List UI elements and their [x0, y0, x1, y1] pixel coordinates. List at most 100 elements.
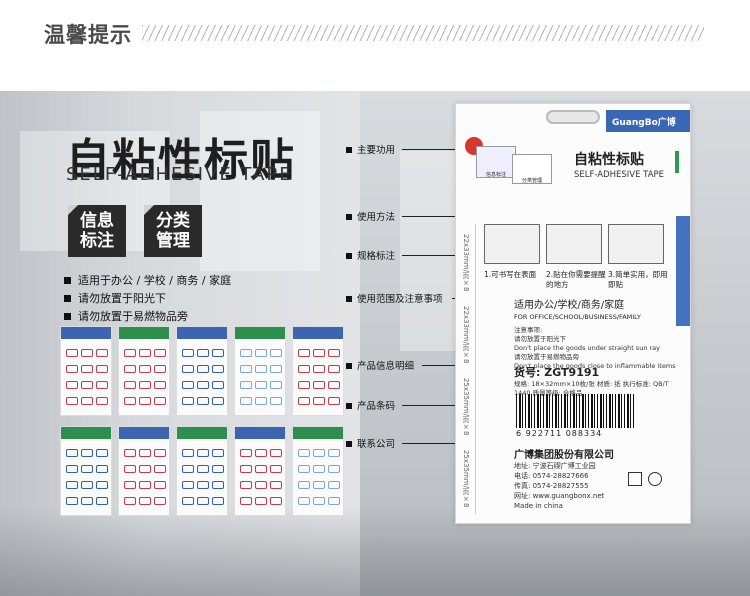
card-header-band	[235, 427, 285, 439]
label-cell	[328, 449, 340, 457]
callout-square-icon	[346, 146, 352, 153]
label-cell	[313, 349, 325, 357]
label-cell	[81, 449, 93, 457]
label-cell	[212, 349, 224, 357]
label-sample-card	[234, 326, 286, 416]
label-cell	[197, 397, 209, 405]
label-cell	[66, 497, 78, 505]
label-cell	[66, 397, 78, 405]
header-title: 温馨提示	[44, 23, 132, 47]
label-cell	[240, 349, 252, 357]
label-cell	[96, 449, 108, 457]
company-contact: 地址: 宁波石碶广博工业园 电话: 0574-28827666 传真: 0574…	[514, 462, 605, 510]
label-cell	[212, 497, 224, 505]
label-cell	[197, 449, 209, 457]
label-cell	[66, 481, 78, 489]
badge-category: 分类 管理	[144, 205, 202, 257]
label-cell	[66, 449, 78, 457]
label-cell	[81, 465, 93, 473]
step-caption: 3.简单实用，即用即贴	[608, 270, 668, 289]
callout-label: 主要功用	[346, 142, 395, 156]
card-header-band	[293, 427, 343, 439]
label-cell	[298, 397, 310, 405]
step-caption: 1.可书写在表面	[484, 270, 537, 279]
package-title: 自粘性标贴	[574, 152, 644, 168]
label-cell	[96, 481, 108, 489]
label-cell	[270, 465, 282, 473]
callout-label: 产品信息明细	[346, 358, 414, 372]
label-cell	[182, 397, 194, 405]
card-header-band	[177, 327, 227, 339]
label-sample-card	[118, 426, 170, 516]
callout-label: 联系公司	[346, 436, 395, 450]
title-accent-bar	[675, 151, 679, 173]
label-cell	[212, 381, 224, 389]
label-cell	[328, 397, 340, 405]
header: 温馨提示	[0, 0, 750, 64]
label-cell	[96, 465, 108, 473]
callout-leader-line	[402, 216, 486, 217]
label-sample-card	[118, 326, 170, 416]
label-cell	[240, 481, 252, 489]
product-barcode	[516, 394, 634, 428]
label-cell	[124, 497, 136, 505]
bullet-square-icon	[64, 294, 71, 302]
label-cell	[154, 497, 166, 505]
label-cell	[96, 381, 108, 389]
callout-label: 规格标注	[346, 248, 395, 262]
label-cell	[154, 397, 166, 405]
label-cell	[96, 365, 108, 373]
label-cell	[154, 349, 166, 357]
label-cell	[81, 349, 93, 357]
company-name: 广博集团股份有限公司	[514, 450, 614, 461]
label-cell	[124, 349, 136, 357]
label-cell	[240, 449, 252, 457]
label-cell	[328, 381, 340, 389]
hang-hole	[546, 110, 600, 124]
label-cell	[298, 481, 310, 489]
label-cell	[182, 449, 194, 457]
label-cell	[139, 497, 151, 505]
badge-info-label: 信息 标注	[68, 205, 126, 257]
callout-square-icon	[346, 440, 352, 447]
callout-square-icon	[346, 402, 352, 409]
label-cell	[96, 497, 108, 505]
label-cell	[182, 481, 194, 489]
feature-bullet: 适用于办公 / 学校 / 商务 / 家庭	[64, 272, 231, 288]
label-cell	[197, 465, 209, 473]
label-cell	[313, 481, 325, 489]
card-header-band	[61, 327, 111, 339]
label-cell	[240, 381, 252, 389]
label-cell	[66, 349, 78, 357]
label-cell	[81, 497, 93, 505]
product-package: GuangBo广博 自粘性标贴 SELF-ADHESIVE TAPE 信息标注 …	[455, 103, 691, 524]
label-cell	[328, 481, 340, 489]
label-cell	[313, 497, 325, 505]
label-cell	[313, 381, 325, 389]
callout-leader-line	[402, 149, 476, 150]
feature-bullet: 请勿放置于易燃物品旁	[64, 308, 188, 324]
label-sample-card	[292, 326, 344, 416]
label-cell	[139, 365, 151, 373]
label-cell	[139, 449, 151, 457]
card-header-band	[119, 427, 169, 439]
label-cell	[96, 397, 108, 405]
usage-section: 适用办公/学校/商务/家庭 FOR OFFICE/SCHOOL/BUSINESS…	[514, 300, 676, 370]
label-cell	[298, 381, 310, 389]
label-cell	[154, 365, 166, 373]
category-label-thumbnail: 分类管理	[512, 154, 552, 184]
label-cell	[139, 397, 151, 405]
label-cell	[313, 449, 325, 457]
step-illustration-stick	[546, 224, 602, 264]
package-side-band	[676, 216, 690, 326]
label-cell	[66, 381, 78, 389]
label-cell	[212, 365, 224, 373]
step-illustration-write	[484, 224, 540, 264]
label-cell	[197, 497, 209, 505]
label-cell	[139, 465, 151, 473]
label-cell	[66, 365, 78, 373]
label-cell	[255, 381, 267, 389]
label-cell	[66, 465, 78, 473]
label-cell	[270, 365, 282, 373]
label-cell	[240, 465, 252, 473]
